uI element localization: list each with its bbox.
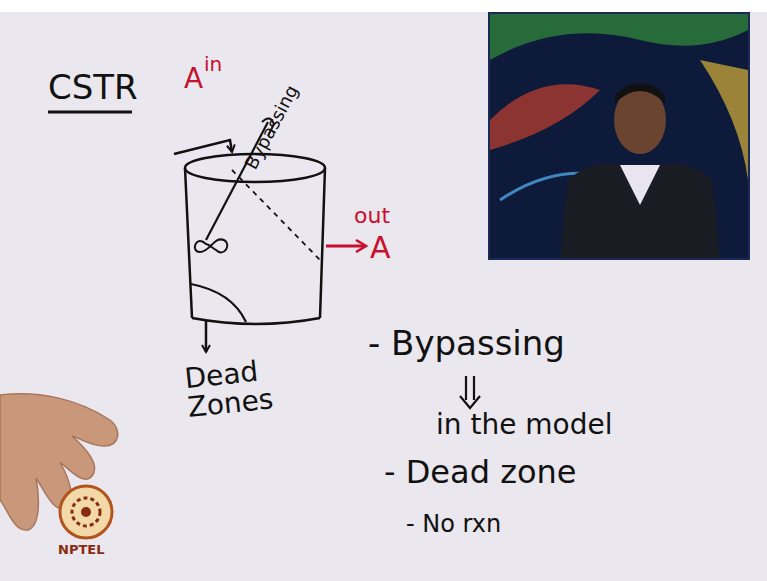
bullet-note: - Bypassing xyxy=(368,326,565,362)
region-label: Dead Zones xyxy=(183,356,269,423)
species-label: A xyxy=(370,232,391,264)
title: CSTR xyxy=(48,70,138,106)
logo-text: NPTEL xyxy=(58,543,104,557)
outlet-label: out xyxy=(354,204,390,227)
bullet-note: - No rxn xyxy=(406,512,501,537)
bullet-note: - Dead zone xyxy=(384,456,576,490)
note-text: in the model xyxy=(436,410,612,439)
superscript: in xyxy=(204,54,222,75)
species-label: A xyxy=(184,64,203,93)
